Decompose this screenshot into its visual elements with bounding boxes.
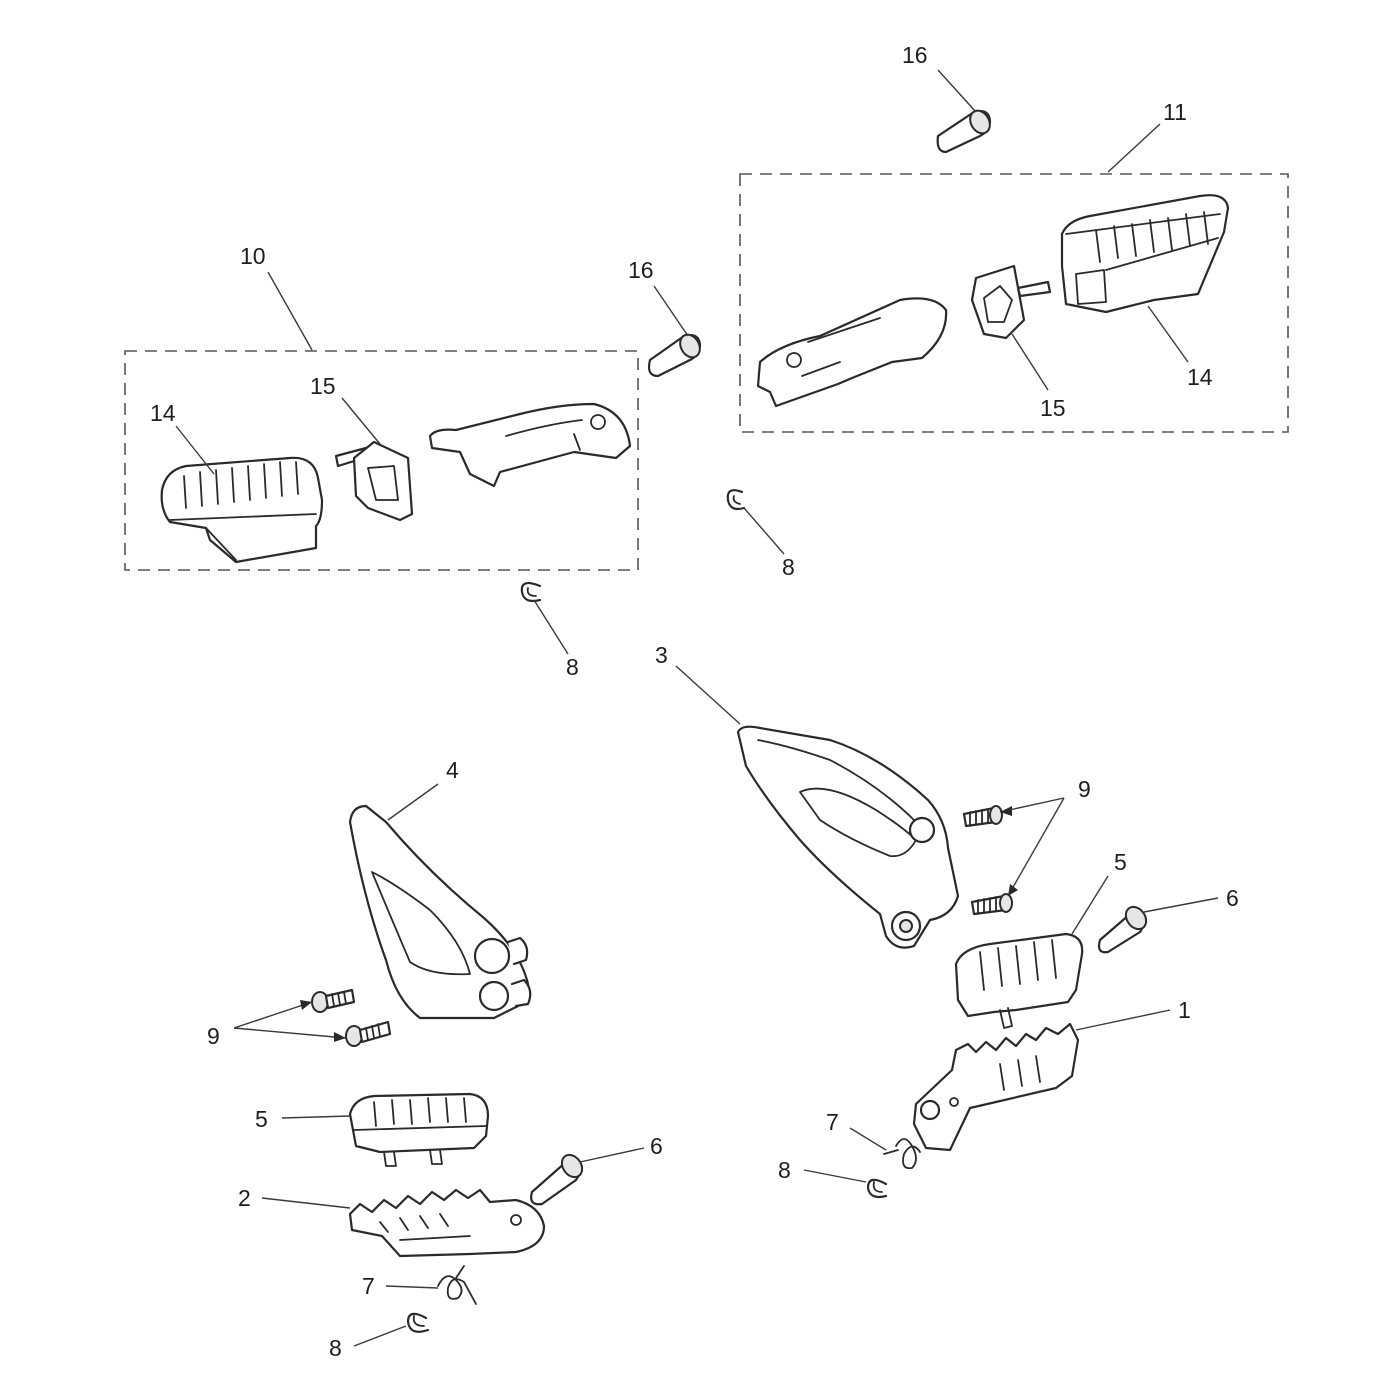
callout-15-right[interactable]: 15: [1040, 395, 1066, 421]
callout-14-left[interactable]: 14: [150, 400, 176, 426]
callout-7-left[interactable]: 7: [362, 1273, 375, 1299]
callout-8-right[interactable]: 8: [778, 1157, 791, 1183]
part-9-bolt-left-upper[interactable]: [311, 988, 356, 1013]
part-1-right-footrest[interactable]: [912, 1022, 1080, 1152]
part-8-circlip-d[interactable]: [406, 1312, 430, 1333]
part-9-bolt-right-lower[interactable]: [970, 893, 1013, 916]
part-9-bolt-left-lower[interactable]: [345, 1020, 392, 1047]
part-16-pin-upper[interactable]: [936, 107, 994, 154]
part-3-right-hanger-plate[interactable]: [736, 725, 960, 949]
part-6-pin-left[interactable]: [530, 1151, 586, 1206]
part-15-left-adaptor[interactable]: [334, 440, 414, 522]
callout-9-right[interactable]: 9: [1078, 776, 1091, 802]
callout-2[interactable]: 2: [238, 1185, 251, 1211]
callout-14-right[interactable]: 14: [1187, 364, 1213, 390]
part-8-circlip-c[interactable]: [866, 1178, 888, 1199]
part-2-left-footrest[interactable]: [348, 1188, 546, 1258]
callout-15-left[interactable]: 15: [310, 373, 336, 399]
part-5-left-footrest-rubber[interactable]: [348, 1092, 490, 1167]
part-right-footrest-mount[interactable]: [756, 297, 948, 408]
callout-11[interactable]: 11: [1163, 99, 1187, 125]
part-14-left-footrest-rubber[interactable]: [160, 456, 324, 564]
callout-16-middle[interactable]: 16: [628, 257, 654, 283]
group-box-11: [739, 173, 1289, 433]
callout-16-upper[interactable]: 16: [902, 42, 928, 68]
leader-arrows: [300, 806, 1018, 1042]
part-8-circlip-b[interactable]: [520, 581, 542, 603]
part-14-right-footrest-rubber[interactable]: [1060, 194, 1230, 314]
callout-8-upper-left[interactable]: 8: [566, 654, 579, 680]
callout-labels: 16 11 10 16 14 15 14 15 8 8 3 4 9 5 6 1 …: [150, 42, 1239, 1361]
part-7-spring-left[interactable]: [437, 1265, 477, 1305]
callout-9-left[interactable]: 9: [207, 1023, 220, 1049]
part-16-pin-middle[interactable]: [647, 331, 704, 378]
callout-5-left[interactable]: 5: [255, 1106, 268, 1132]
part-7-spring-right[interactable]: [883, 1138, 921, 1170]
part-8-circlip-a[interactable]: [726, 489, 746, 511]
callout-8-upper-right[interactable]: 8: [782, 554, 795, 580]
callout-3[interactable]: 3: [655, 642, 668, 668]
part-15-right-adaptor[interactable]: [970, 264, 1052, 340]
callout-7-right[interactable]: 7: [826, 1109, 839, 1135]
part-6-pin-right[interactable]: [1097, 903, 1150, 954]
part-5-right-footrest-rubber[interactable]: [954, 932, 1084, 1029]
callout-6-right[interactable]: 6: [1226, 885, 1239, 911]
leader-lines: [175, 69, 1219, 1347]
callout-4[interactable]: 4: [446, 757, 459, 783]
callout-10[interactable]: 10: [240, 243, 266, 269]
group-box-10: [124, 350, 639, 571]
part-left-footrest-mount[interactable]: [428, 402, 632, 488]
callout-1[interactable]: 1: [1178, 997, 1191, 1023]
callout-6-left[interactable]: 6: [650, 1133, 663, 1159]
callout-8-left[interactable]: 8: [329, 1335, 342, 1361]
part-4-left-hanger-plate[interactable]: [348, 804, 532, 1020]
callout-5-right[interactable]: 5: [1114, 849, 1127, 875]
part-9-bolt-right-upper[interactable]: [962, 805, 1003, 828]
